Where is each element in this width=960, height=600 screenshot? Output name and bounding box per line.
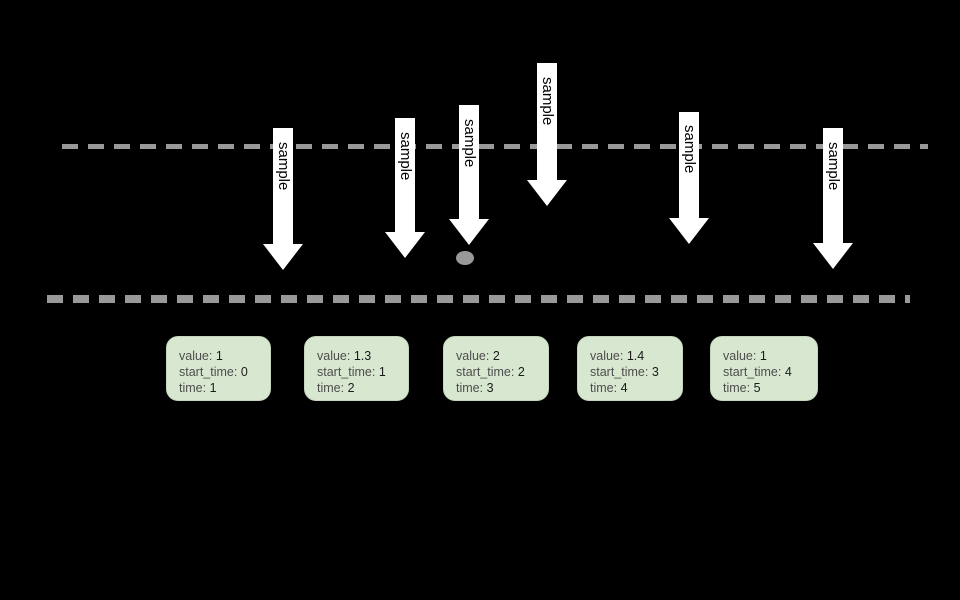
record-field-key: time: (590, 381, 621, 395)
record-field-key: time: (179, 381, 210, 395)
sample-arrow-3: sample (449, 105, 489, 245)
record-field-key: start_time: (317, 365, 379, 379)
arrow-shaft (459, 105, 479, 219)
record-field-value: value: 1 (179, 348, 270, 364)
arrow-head-icon (527, 180, 567, 206)
arrow-label: sample (397, 132, 414, 181)
record-field-key: time: (456, 381, 487, 395)
arrow-shaft (823, 128, 843, 243)
record-field-value: 1.3 (353, 349, 372, 363)
record-field-value: 1.4 (626, 349, 645, 363)
record-field-value: 1 (378, 365, 386, 379)
record-field-value: 4 (784, 365, 792, 379)
arrow-head-icon (263, 244, 303, 270)
record-field-time: time: 2 (317, 380, 408, 396)
record-field-value: 2 (517, 365, 525, 379)
record-field-value: 3 (486, 381, 494, 395)
record-field-value: 4 (620, 381, 628, 395)
record-field-value: value: 1.3 (317, 348, 408, 364)
record-field-time: time: 5 (723, 380, 817, 396)
record-field-value: value: 1 (723, 348, 817, 364)
record-field-start_time: start_time: 0 (179, 364, 270, 380)
sample-arrow-5: sample (669, 112, 709, 244)
arrow-label: sample (539, 77, 556, 126)
record-field-start_time: start_time: 3 (590, 364, 682, 380)
record-field-key: value: (590, 349, 627, 363)
record-field-time: time: 1 (179, 380, 270, 396)
record-field-key: start_time: (723, 365, 785, 379)
sample-dot-marker (456, 251, 474, 265)
record-field-key: value: (317, 349, 354, 363)
record-field-start_time: start_time: 4 (723, 364, 817, 380)
record-field-value: 2 (492, 349, 500, 363)
record-field-value: value: 2 (456, 348, 548, 364)
record-field-key: time: (723, 381, 754, 395)
arrow-label: sample (825, 142, 842, 191)
record-field-key: time: (317, 381, 348, 395)
arrow-label: sample (461, 119, 478, 168)
record-field-value: 1 (215, 349, 223, 363)
arrow-head-icon (813, 243, 853, 269)
record-field-key: start_time: (590, 365, 652, 379)
record-field-value: value: 1.4 (590, 348, 682, 364)
record-field-value: 3 (651, 365, 659, 379)
arrow-shaft (537, 63, 557, 180)
arrow-shaft (273, 128, 293, 244)
sample-arrow-6: sample (813, 128, 853, 269)
arrow-shaft (395, 118, 415, 232)
record-field-key: value: (723, 349, 760, 363)
record-field-time: time: 3 (456, 380, 548, 396)
arrow-head-icon (669, 218, 709, 244)
top-boundary-line (62, 144, 928, 149)
sample-arrow-1: sample (263, 128, 303, 270)
record-field-start_time: start_time: 2 (456, 364, 548, 380)
record-field-value: 0 (240, 365, 248, 379)
record-field-key: start_time: (456, 365, 518, 379)
sample-arrow-4: sample (527, 63, 567, 206)
sample-arrow-2: sample (385, 118, 425, 258)
arrow-label: sample (681, 125, 698, 174)
record-field-key: start_time: (179, 365, 241, 379)
arrow-head-icon (385, 232, 425, 258)
arrow-shaft (679, 112, 699, 218)
record-field-value: 1 (759, 349, 767, 363)
record-field-key: value: (456, 349, 493, 363)
arrow-head-icon (449, 219, 489, 245)
record-field-value: 2 (347, 381, 355, 395)
record-field-key: value: (179, 349, 216, 363)
record-field-value: 5 (753, 381, 761, 395)
arrow-label: sample (275, 142, 292, 191)
record-field-start_time: start_time: 1 (317, 364, 408, 380)
record-field-time: time: 4 (590, 380, 682, 396)
bottom-boundary-line (47, 295, 910, 303)
record-field-value: 1 (209, 381, 217, 395)
